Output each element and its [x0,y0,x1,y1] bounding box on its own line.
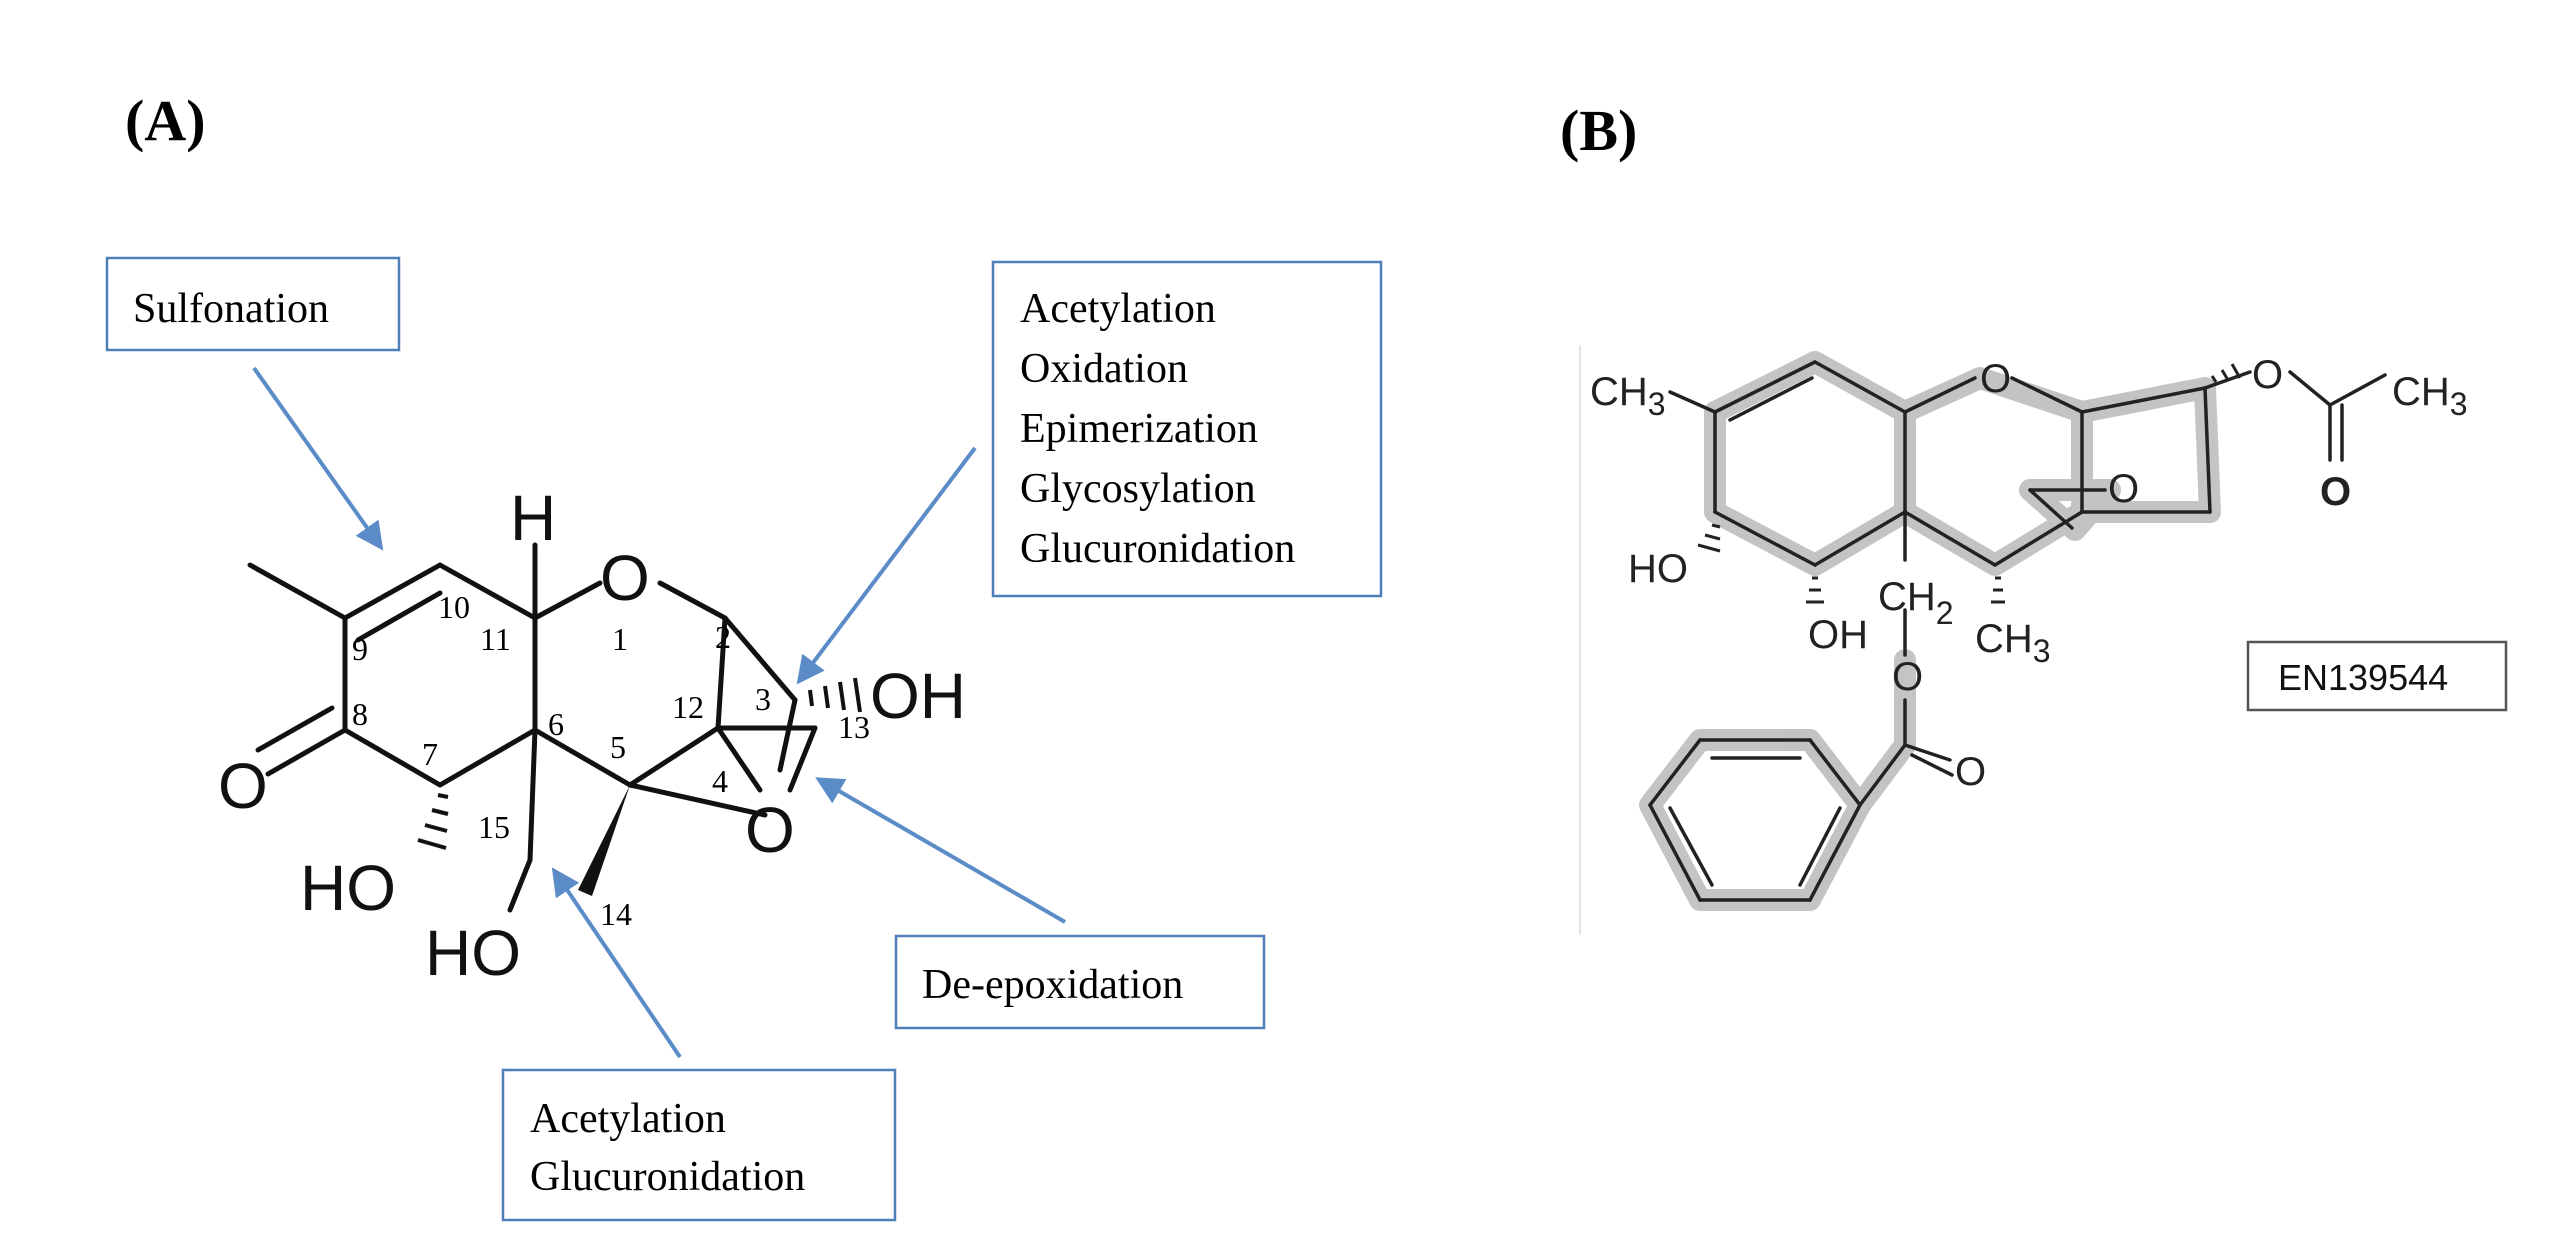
bond [715,725,763,793]
callout-arrows [252,366,1067,1059]
position-number: 7 [422,736,438,772]
arrow-epoxide [815,777,1067,924]
atom-o-epoxide: O [745,794,795,866]
callout-epoxide: De-epoxidation [894,934,1266,1030]
bond [355,590,443,643]
panel-a-label: (A) [125,88,206,153]
arrow-sulfonation [252,366,384,551]
bond [247,562,348,621]
bond [532,580,603,621]
bond [342,727,443,788]
bond [787,725,818,793]
atom-ch3-bottom: CH3 [1975,617,2051,669]
hashed-bond-c7 [417,793,449,850]
atom-oh: OH [1808,613,1868,657]
callout-c15: Acetylation Glucuronidation [501,1068,897,1222]
position-numbers: 1 2 3 4 5 6 7 8 9 10 11 12 13 14 15 [352,589,870,932]
position-number: 14 [600,896,632,932]
position-number: 6 [548,706,564,742]
callout-box [894,934,1266,1030]
callout-text: De-epoxidation [922,962,1183,1008]
position-number: 2 [715,619,731,655]
molecule-a [247,542,818,913]
atom-ch2: CH2 [1878,575,1954,631]
compound-id-frame [2246,640,2508,712]
position-number: 10 [438,589,470,625]
atom-carbonyl-o: O [2320,470,2351,514]
wedge-bond-c14 [578,785,630,896]
callout-text: Glucuronidation [1020,526,1295,572]
bond [722,615,798,703]
hashed-bonds-b [1697,363,2242,604]
atom-epoxide-o: O [2108,467,2139,511]
position-number: 9 [352,631,368,667]
panel-b-label: (B) [1560,98,1637,163]
bond [437,562,538,621]
compound-id: EN139544 [2278,657,2448,698]
bond [657,580,728,621]
bond [532,727,633,788]
bond [507,857,533,913]
bond [342,562,443,621]
position-number: 4 [712,763,728,799]
atom-labels-b: CH3 O O O CH3 O HO OH CH2 CH3 O O [1590,353,2468,794]
bond [715,615,728,731]
position-number: 5 [610,729,626,765]
atom-ch3-right: CH3 [2392,370,2468,422]
callout-text: Sulfonation [133,286,329,332]
callout-c3: Acetylation Oxidation Epimerization Glyc… [991,260,1383,598]
position-number: 1 [612,621,628,657]
atom-o8: O [218,750,268,822]
skeleton-highlight [1639,351,2221,911]
callout-box [105,256,401,352]
callout-text: Acetylation [530,1096,726,1142]
callout-box [991,260,1383,598]
callout-sulfonation: Sulfonation [105,256,401,352]
atom-oh3: OH [870,660,966,732]
position-number: 8 [352,696,368,732]
atom-ch3-left: CH3 [1590,370,1666,422]
position-number: 11 [480,621,511,657]
callout-text: Epimerization [1020,406,1258,452]
callout-text: Glucuronidation [530,1154,805,1200]
atom-h: H [510,482,556,554]
compound-id-box: EN139544 [2246,640,2508,712]
callout-text: Oxidation [1020,346,1188,392]
hashed-bond-c3 [808,677,862,713]
position-number: 3 [755,681,771,717]
bond [627,725,721,788]
bond [265,727,348,777]
callout-text: Acetylation [1020,286,1216,332]
atom-benzoyl-o-carbonyl: O [1955,750,1986,794]
bond [627,782,768,818]
callout-box [501,1068,897,1222]
arrow-c15 [551,867,682,1059]
bond [527,727,538,863]
panel-b: (B) [1560,98,2508,935]
position-number: 12 [672,689,704,725]
bond [777,697,798,773]
callout-text: Glycosylation [1020,466,1256,512]
arrow-c3 [796,446,977,685]
atom-o1: O [600,542,650,614]
panel-a: (A) Sulfonation Acetylation Oxidation Ep… [105,88,1383,1222]
atom-labels-a: H O O HO HO OH O [218,482,966,989]
atom-benzoyl-o-link: O [1892,655,1923,699]
atom-oh15: HO [425,917,521,989]
atom-ring-o: O [1980,357,2011,401]
atom-oh7: HO [300,852,396,924]
bond [255,705,335,753]
atom-ester-o: O [2252,353,2283,397]
bond [437,727,538,788]
molecule-b [1648,360,2387,902]
position-number: 15 [478,809,510,845]
position-number: 13 [838,709,870,745]
atom-ho: HO [1628,547,1688,591]
